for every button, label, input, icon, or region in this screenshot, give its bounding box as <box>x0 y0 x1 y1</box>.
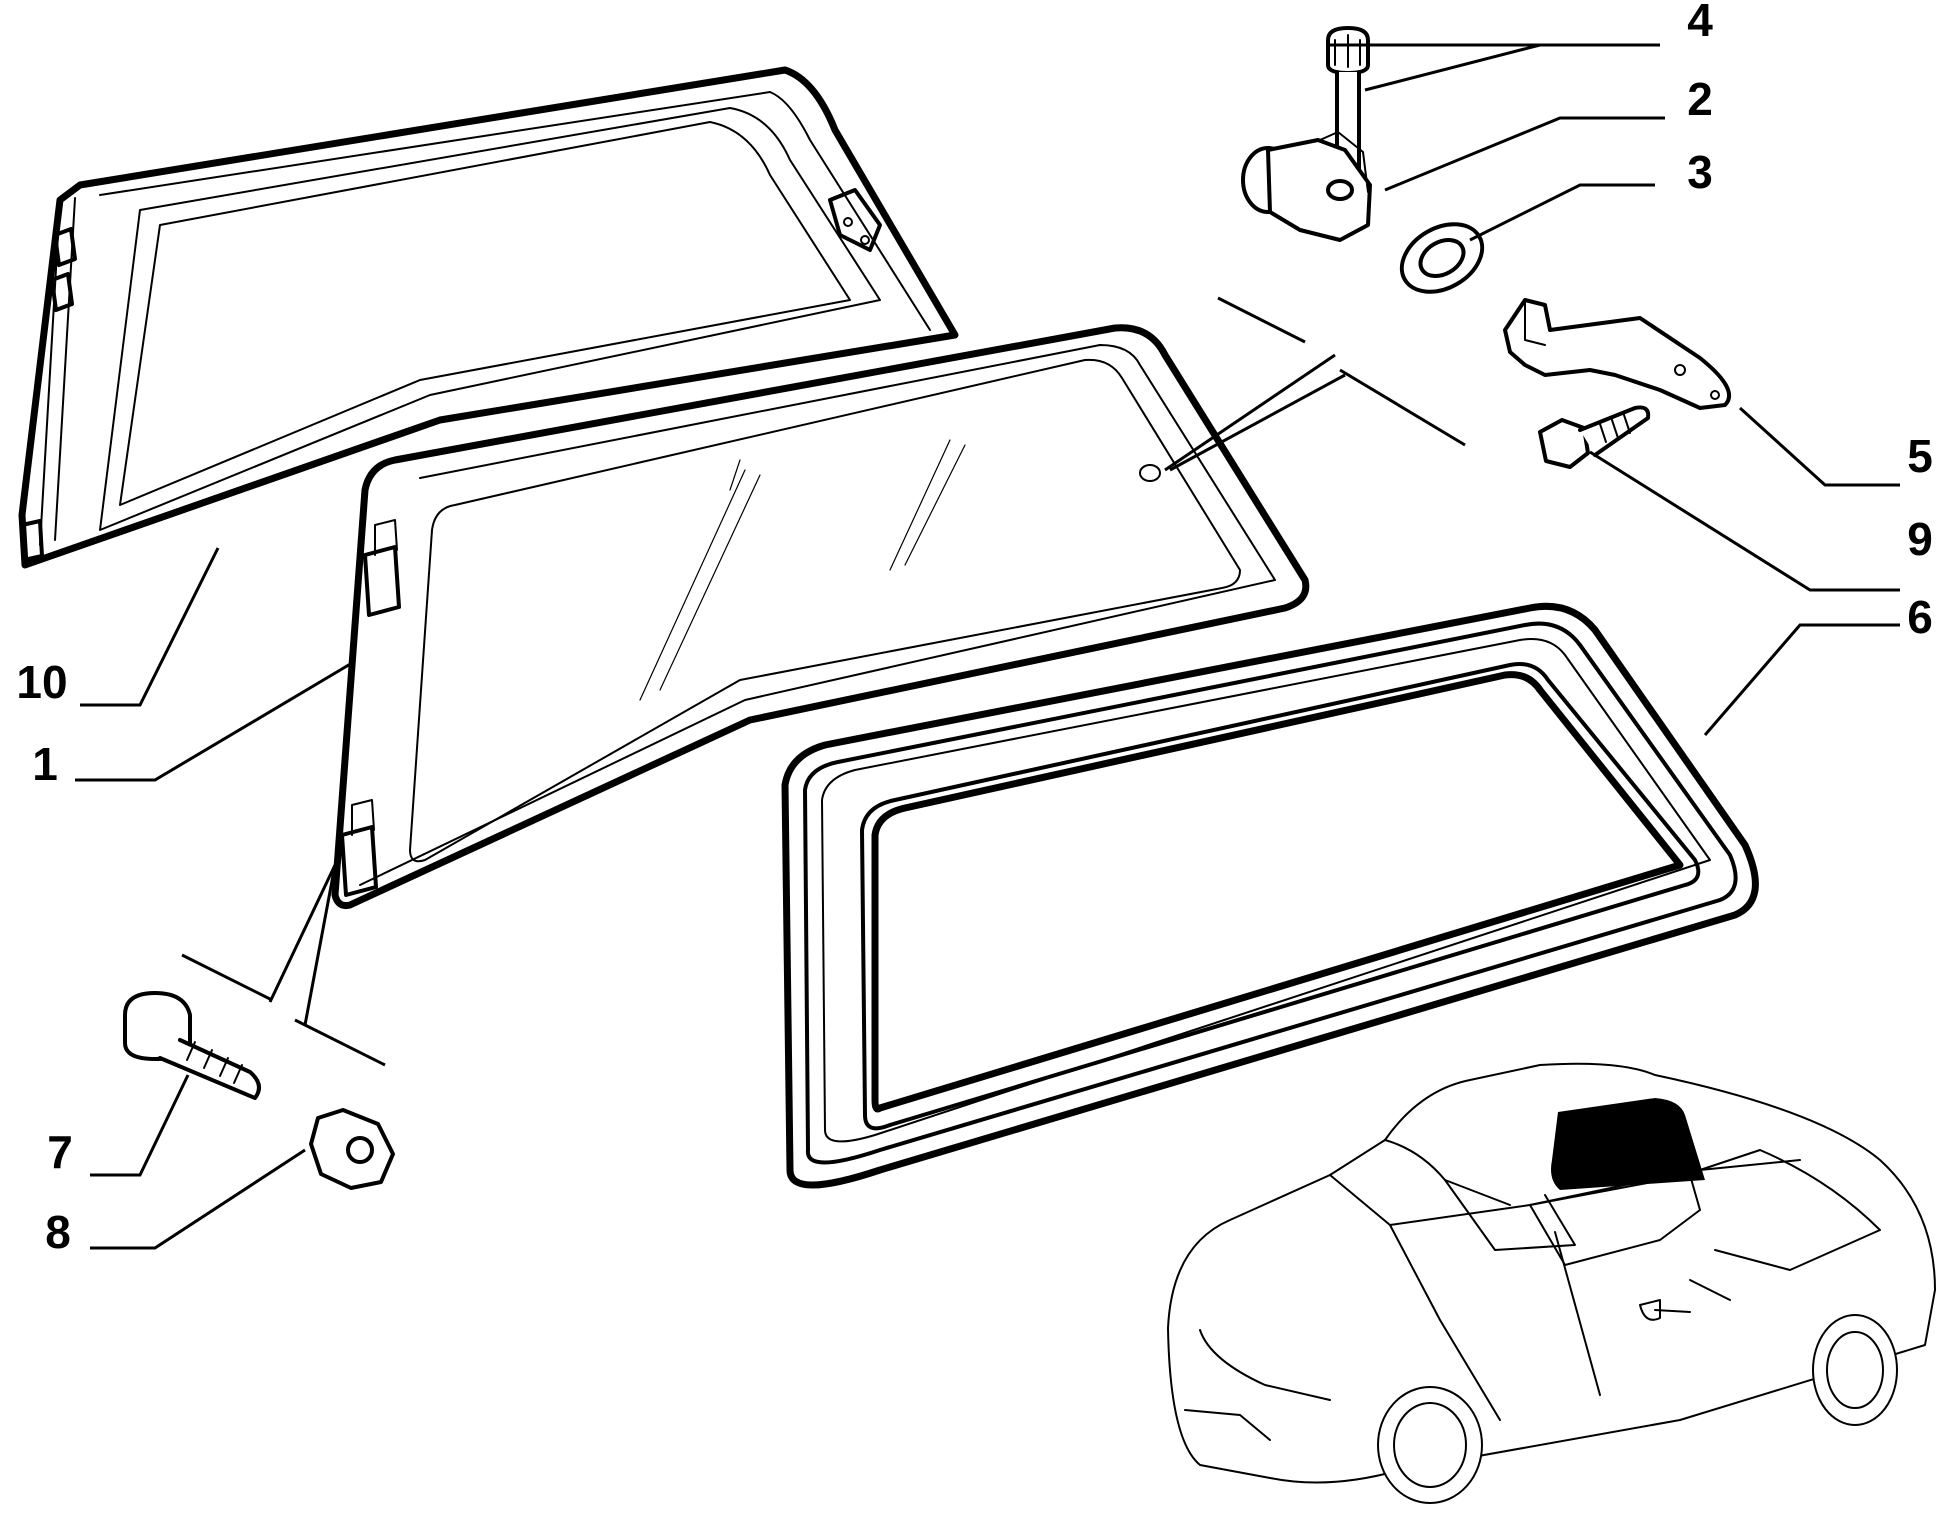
callout-label-8: 8 <box>45 1206 71 1258</box>
part-8-nut[interactable] <box>309 1108 395 1190</box>
part-9-bolt[interactable] <box>1538 405 1651 469</box>
callout-leaders <box>75 43 1900 1250</box>
part-1-glass-pane[interactable] <box>331 324 1310 909</box>
part-10-window-frame[interactable] <box>18 66 959 569</box>
part-6-rubber-seal[interactable] <box>781 602 1759 1189</box>
reference-car-illustration <box>1167 1062 1936 1504</box>
assembly-reference-lines <box>181 296 1466 1067</box>
part-3-washer[interactable] <box>1390 211 1494 306</box>
callout-label-9: 9 <box>1907 513 1933 565</box>
part-5-bracket[interactable] <box>1503 298 1731 410</box>
part-7-long-bolt[interactable] <box>123 991 261 1100</box>
callout-label-7: 7 <box>47 1126 73 1178</box>
callout-label-1: 1 <box>32 738 58 790</box>
callout-label-10: 10 <box>16 656 67 708</box>
callout-labels: 4 2 3 5 9 6 10 1 7 8 <box>16 0 1932 1258</box>
callout-label-6: 6 <box>1907 591 1933 643</box>
callout-label-2: 2 <box>1687 73 1713 125</box>
callout-label-5: 5 <box>1907 430 1933 482</box>
callout-label-3: 3 <box>1687 146 1713 198</box>
part-2-hinge-bushing[interactable] <box>1241 131 1372 242</box>
callout-label-4: 4 <box>1687 0 1713 46</box>
